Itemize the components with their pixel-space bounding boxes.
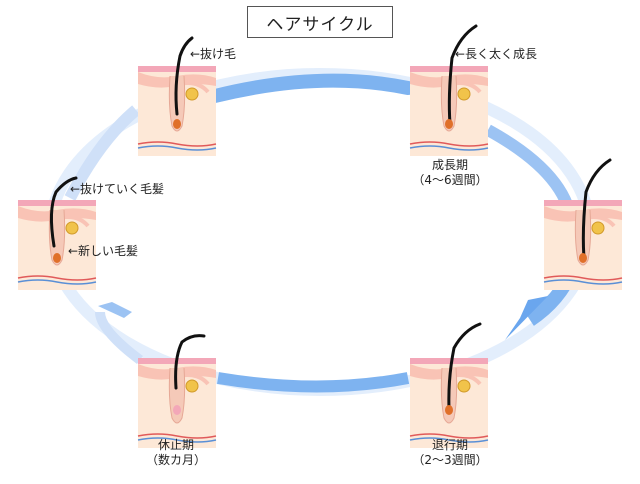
arrow-left-lower-arc bbox=[95, 311, 144, 364]
sebaceous-gland bbox=[185, 87, 199, 101]
blood-vessel-blue bbox=[543, 279, 623, 285]
skin-block-catagen bbox=[409, 322, 489, 448]
phase-label-telogen: 休止期 （数カ月） bbox=[138, 438, 214, 468]
skin-block-anagen bbox=[409, 24, 489, 156]
hair-bulb bbox=[53, 253, 61, 263]
hair-bulb bbox=[445, 119, 453, 129]
phase-duration: （数カ月） bbox=[145, 453, 206, 467]
hair-bulb bbox=[445, 405, 453, 415]
hair-bulb bbox=[173, 405, 181, 415]
phase-duration: （4〜6週間） bbox=[412, 173, 488, 187]
blood-vessel-red bbox=[409, 433, 489, 439]
label-growing-long: ←長く太く成長 bbox=[455, 47, 538, 61]
blood-vessel-red bbox=[543, 275, 623, 281]
label-falling-hair: ←抜け毛 bbox=[190, 47, 237, 61]
hair-bulb bbox=[579, 253, 587, 263]
hair-shaft bbox=[581, 158, 612, 260]
phase-label-anagen: 成長期 （4〜6週間） bbox=[412, 158, 488, 188]
hair-bulb bbox=[173, 119, 181, 129]
arrow-top-arc bbox=[208, 73, 415, 103]
phase-name: 退行期 bbox=[431, 438, 468, 452]
blood-vessel-blue bbox=[137, 145, 217, 151]
phase-duration: （2〜3週間） bbox=[412, 453, 488, 467]
epidermis bbox=[18, 200, 96, 206]
blood-vessel-blue bbox=[17, 279, 97, 285]
blood-vessel-blue bbox=[137, 437, 217, 443]
sebaceous-gland bbox=[591, 221, 605, 235]
skin-block-shedding bbox=[137, 36, 217, 156]
hair-shaft bbox=[447, 24, 478, 126]
phase-label-catagen: 退行期 （2〜3週間） bbox=[412, 438, 488, 468]
skin-block-early-anagen bbox=[17, 176, 97, 290]
blood-vessel-red bbox=[137, 141, 217, 147]
sebaceous-gland bbox=[457, 379, 471, 393]
skin-block-telogen bbox=[137, 334, 217, 448]
blood-vessel-red bbox=[137, 433, 217, 439]
phase-name: 成長期 bbox=[431, 158, 468, 172]
follicle-sheath bbox=[48, 209, 66, 266]
skin-blocks bbox=[17, 24, 623, 448]
epidermis bbox=[410, 66, 488, 72]
label-new-hair: ←新しい毛髪 bbox=[68, 244, 139, 258]
label-hair-falling-out: ←抜けていく毛髪 bbox=[70, 182, 165, 196]
arrow-left-upper-arc bbox=[64, 105, 140, 201]
hair-shaft bbox=[174, 334, 206, 390]
blood-vessel-red bbox=[409, 141, 489, 147]
arrow-bottom-arc bbox=[217, 372, 410, 393]
skin-block-late-anagen bbox=[543, 158, 623, 290]
page-title: ヘアサイクル bbox=[247, 6, 393, 38]
sebaceous-gland bbox=[185, 379, 199, 393]
arrow-head-right bbox=[505, 296, 548, 340]
phase-name: 休止期 bbox=[157, 438, 194, 452]
sebaceous-gland bbox=[65, 221, 79, 235]
title-text: ヘアサイクル bbox=[266, 14, 374, 35]
arrow-head-left bbox=[98, 302, 132, 318]
blood-vessel-blue bbox=[409, 437, 489, 443]
blood-vessel-red bbox=[17, 275, 97, 281]
hair-shaft bbox=[49, 176, 78, 248]
hair-shaft bbox=[174, 36, 194, 116]
epidermis bbox=[544, 200, 622, 206]
sebaceous-gland bbox=[457, 87, 471, 101]
blood-vessel-blue bbox=[409, 145, 489, 151]
epidermis bbox=[410, 358, 488, 364]
hair-shaft bbox=[447, 322, 482, 410]
